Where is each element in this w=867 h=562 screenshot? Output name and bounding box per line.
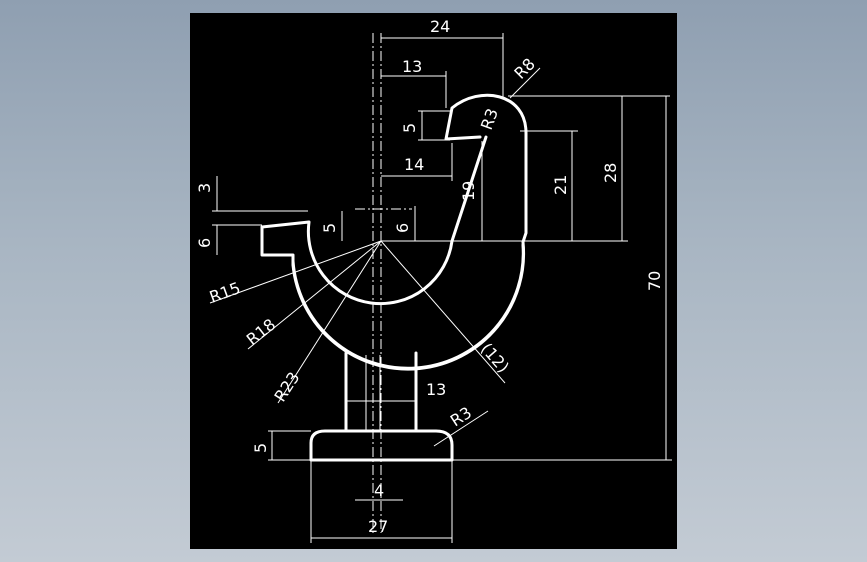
- dim-r3-top-label: R3: [477, 106, 502, 133]
- dim-r18-leader: [247, 240, 382, 350]
- base-outline: [309, 429, 454, 462]
- dim-6-left-label: 6: [195, 238, 214, 248]
- dim-3-label: 3: [195, 183, 214, 193]
- dim-14-label: 14: [404, 155, 424, 174]
- dim-6-center-label: 6: [393, 223, 412, 233]
- dim-13-top-label: 13: [402, 57, 422, 76]
- hook-drawing: 24 13 R8 5 R3 14 19 21 28 70 3 6 5 6 R15: [195, 17, 672, 543]
- dim-21-label: 21: [551, 175, 570, 195]
- dim-28-label: 28: [601, 163, 620, 183]
- dim-r12-label: (12): [477, 339, 513, 376]
- dim-5-base-label: 5: [251, 443, 270, 453]
- dim-19-label: 19: [459, 181, 478, 201]
- dim-r15-leader: [209, 240, 382, 304]
- dim-r12-leader: [380, 240, 506, 384]
- dim-5-notch-label: 5: [400, 123, 419, 133]
- hook-inner-outline: [260, 135, 488, 306]
- dim-r8-label: R8: [510, 54, 538, 82]
- dim-r8-leader: [509, 67, 541, 99]
- dim-70-label: 70: [645, 271, 664, 291]
- dim-r3-base-leader: [433, 410, 489, 447]
- dim-4-label: 4: [374, 481, 384, 500]
- dim-r23-label: R23: [270, 368, 303, 405]
- dim-r15-label: R15: [207, 278, 243, 307]
- dim-r23-leader: [277, 240, 382, 404]
- dim-r18-label: R18: [243, 315, 280, 349]
- dim-5-center-label: 5: [320, 223, 339, 233]
- dim-r3-base-label: R3: [447, 403, 475, 431]
- dim-13-stem-label: 13: [426, 380, 446, 399]
- cad-viewport[interactable]: 24 13 R8 5 R3 14 19 21 28 70 3 6 5 6 R15: [190, 13, 677, 549]
- dim-27-label: 27: [368, 517, 388, 536]
- dim-24-label: 24: [430, 17, 450, 36]
